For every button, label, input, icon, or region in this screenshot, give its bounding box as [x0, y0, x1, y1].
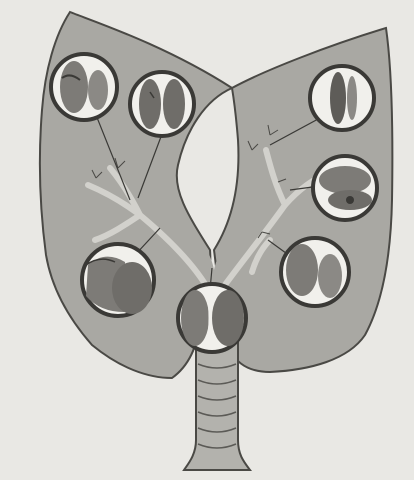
figure: [0, 0, 414, 480]
lungs-diagram: [0, 0, 414, 480]
